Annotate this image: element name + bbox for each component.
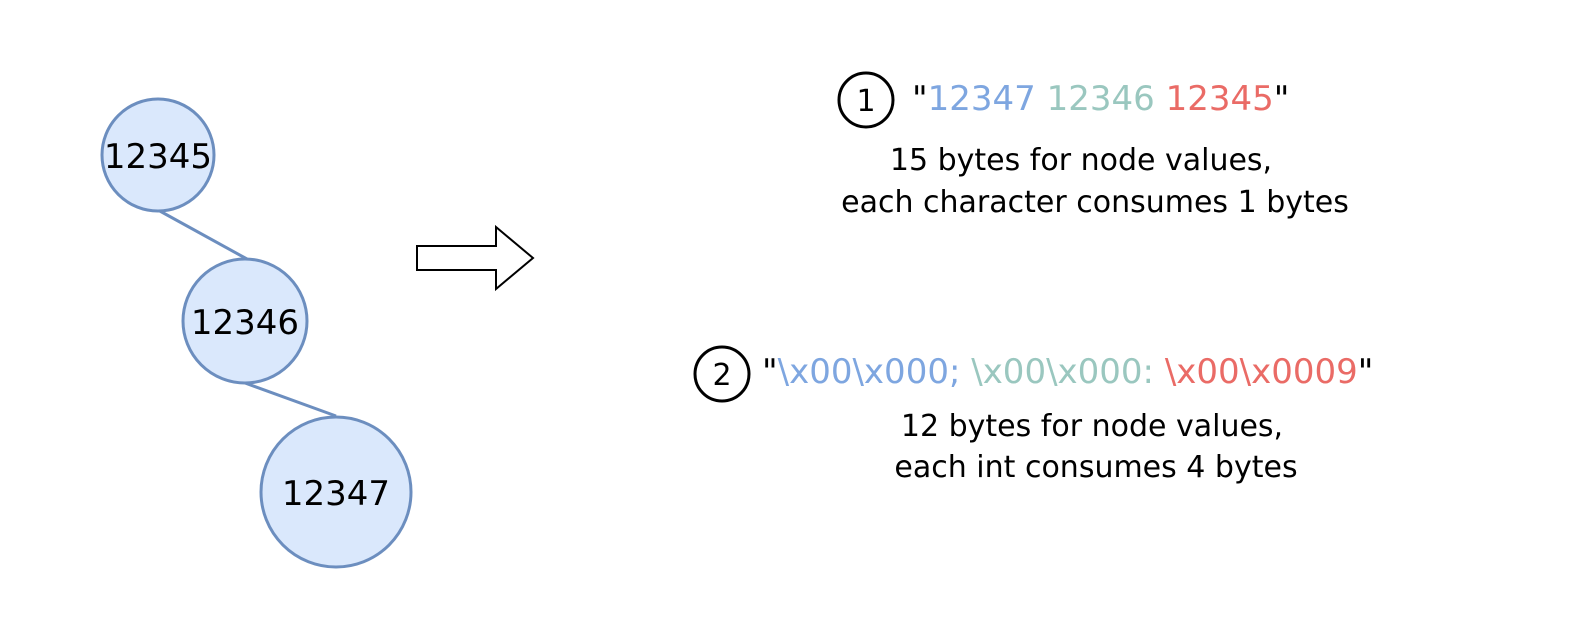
badge-2-label: 2 (712, 358, 731, 393)
option-1: 1 "12347 12346 12345" 15 bytes for node … (837, 71, 1349, 220)
quote-close: " (1274, 79, 1290, 119)
serialized-string-1: "12347 12346 12345" (912, 79, 1289, 119)
tree-node-label: 12346 (191, 303, 299, 343)
badge-2 (693, 345, 751, 403)
serial-part-2: 12346 (1047, 79, 1155, 119)
quote-open: " (912, 79, 928, 119)
tree-node-label: 12347 (282, 474, 390, 514)
serial-part-3: \x00\x0009 (1165, 352, 1358, 392)
option-2-desc-line-1: 12 bytes for node values, (901, 409, 1283, 444)
tree-node-3: 12347 (259, 415, 413, 569)
serial-part-1: 12347 (928, 79, 1036, 119)
badge-1-label: 1 (856, 84, 875, 119)
serialized-string-2: "\x00\x000; \x00\x000: \x00\x0009" (762, 352, 1373, 392)
option-2-desc-line-2: each int consumes 4 bytes (894, 450, 1297, 485)
tree-edge-2 (244, 381, 337, 418)
option-1-desc-line-1: 15 bytes for node values, (890, 143, 1272, 178)
badge-1 (837, 71, 895, 129)
tree-node-label: 12345 (104, 137, 212, 177)
option-2: 2 "\x00\x000; \x00\x000: \x00\x0009" 12 … (693, 345, 1373, 485)
quote-open: " (762, 352, 778, 392)
serial-part-2: \x00\x000: (971, 352, 1154, 392)
serial-part-3: 12345 (1166, 79, 1274, 119)
tree-edge-1 (157, 208, 248, 261)
right-arrow-icon (416, 224, 535, 292)
quote-close: " (1358, 352, 1374, 392)
tree-node-2: 12346 (181, 257, 309, 385)
tree-node-1: 12345 (100, 97, 216, 213)
serial-part-1: \x00\x000; (778, 352, 961, 392)
option-1-desc-line-2: each character consumes 1 bytes (841, 185, 1349, 220)
